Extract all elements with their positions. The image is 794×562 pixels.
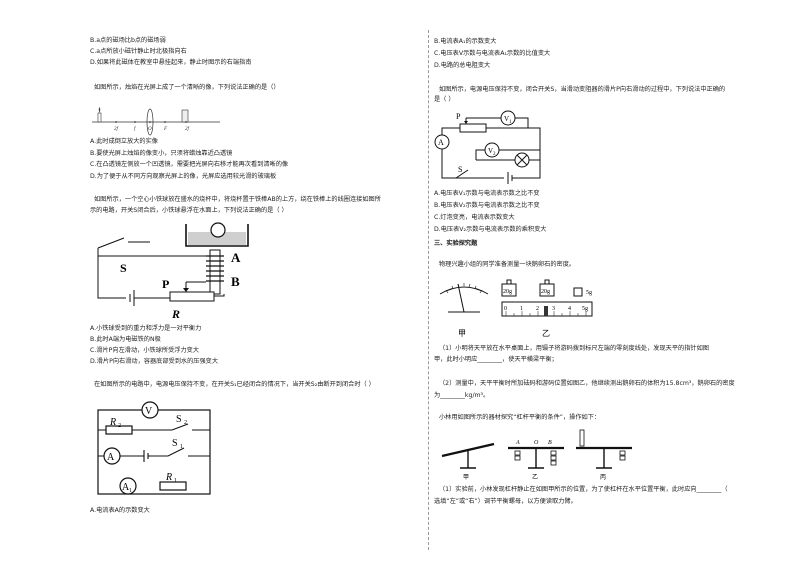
option-line: A.小铁球受到的重力和浮力是一对平衡力 <box>90 325 202 332</box>
label-bing: 丙 <box>600 474 606 481</box>
label-a: A <box>515 440 520 446</box>
scale-tick-label: 2 <box>536 306 539 312</box>
option-line: B.此时A端为电磁铁的N极 <box>90 336 161 343</box>
label-r1-sub: 1 <box>174 478 177 484</box>
question-text: 甲，此时小明应________，使天平横梁平衡； <box>434 356 558 363</box>
weight-20g-a: 20g <box>503 289 512 295</box>
option-line: C.滑片P向左滑动，小铁球所受浮力变大 <box>90 347 200 354</box>
scale-tick-label: 0 <box>504 306 507 312</box>
scale-tick-label: 3 <box>552 306 555 312</box>
label-a: A <box>231 250 241 265</box>
lens-label: f <box>134 127 136 132</box>
question-text: （1）实验前，小林发现杠杆静止在如图甲所示的位置，为了使杠杆在水平位置平衡，此时… <box>439 486 728 493</box>
label-r1: R <box>165 472 172 483</box>
option-line: D.滑片P向右滑动，容器底部受到水的压强变大 <box>90 358 219 365</box>
option-line: D.如果将此磁体在教室中悬挂起来，静止时图示的右端指南 <box>90 59 252 66</box>
lever-figure: 甲 A O B 乙 丙 <box>441 429 632 481</box>
question-stem: 物理兴趣小组的同学准备测量一块鹅卵石的密度。 <box>439 261 576 268</box>
option-line: C.在凸透镜左侧放一个凹透镜，需要把光屏向右移才能再次看到清晰的像 <box>90 161 289 168</box>
section-title: 三、实验探究题 <box>434 240 478 247</box>
label-jia: 甲 <box>458 329 466 338</box>
label-b: B <box>231 274 240 289</box>
question-stem: 是（ ） <box>434 96 455 103</box>
label-p: P <box>162 277 169 291</box>
option-line: A.此时成倒立放大的实像 <box>90 138 158 145</box>
lens-label: 2f <box>185 127 190 132</box>
scale-tick-label: 4 <box>568 306 571 312</box>
question-text: （1）小明将天平放在水平桌面上，用镊子将游码拨到标尺左端的零刻度线处，发现天平的… <box>439 345 709 352</box>
label-s: S <box>120 261 127 275</box>
label-yi: 乙 <box>542 329 550 338</box>
label-s2-sub: 2 <box>184 420 187 426</box>
question-stem: 小林用如图所示的器材探究“杠杆平衡的条件”，操作如下： <box>439 414 601 421</box>
label-v2: V <box>488 147 493 155</box>
lens-figure: 2f f O F 2f <box>92 107 220 136</box>
label-s2: S <box>176 414 182 425</box>
lens-label: O <box>148 127 152 132</box>
question-text: 选填“左”或“右”）调节平衡螺母，以方便读取力臂。 <box>434 498 577 505</box>
question-stem: 在如图所示的电路中，电源电压保持不变，在开关S₁已经闭合的情况下，当开关S₂由断… <box>94 381 375 388</box>
option-line: D.为了便于从不同方向观察光屏上的像，光屏应选用较光滑的玻璃板 <box>90 173 277 180</box>
question-stem: 如图所示，一个空心小铁球放在盛水的烧杯中，将烧杯置于铁棒AB的上方，绕在铁棒上的… <box>94 196 381 203</box>
question-text: （2）测量中，天平平衡时所加砝码和游码位置如图乙，他继续测出鹅卵石的体积为15.… <box>439 380 735 387</box>
label-p: P <box>456 112 461 121</box>
scale-tick-label: 1 <box>520 306 523 312</box>
circuit-figure: V R 2 S 2 A S 1 A 1 R 1 <box>97 401 211 495</box>
lens-label: F <box>163 127 168 132</box>
electromagnet-figure: A B S P R <box>97 222 249 321</box>
option-line: B.a点的磁场比b点的磁场弱 <box>90 37 166 44</box>
rheostat-circuit-figure: P V 1 A V 2 S <box>434 110 541 184</box>
column-divider <box>428 30 429 550</box>
option-line: B.要使光屏上烛焰的像变小，只须将蜡烛靠近凸透镜 <box>90 150 233 157</box>
option-line: C.电压表V示数与电流表A₁示数的比值变大 <box>434 50 551 57</box>
option-line: D.电压表V₂示数与电流表示数的乘积变大 <box>434 226 547 233</box>
option-line: D.电路的总电阻变大 <box>434 62 491 69</box>
label-a1-sub: 1 <box>129 488 132 494</box>
option-line: C.a点所放小磁针静止时北极指向右 <box>90 48 187 55</box>
scale-tick-label: 5g <box>582 306 588 312</box>
question-stem: 如图所示，烛焰在光屏上成了一个清晰的像，下列说法正确的是（） <box>94 84 280 91</box>
label-s1-sub: 1 <box>180 444 183 450</box>
option-line: A.电流表A的示数变大 <box>90 507 150 514</box>
lens-label: 2f <box>114 127 119 132</box>
question-stem: 如图所示，电源电压保持不变，闭合开关S，当滑动变阻器的滑片P向右滑动的过程中，下… <box>439 86 726 93</box>
balance-figure: 甲 20g 20g 5g 0 1 2 3 4 5g 乙 <box>439 279 593 338</box>
label-a: A <box>107 452 115 463</box>
option-line: B.电流表A₁的示数变大 <box>434 38 497 45</box>
weight-5g: 5g <box>586 290 592 296</box>
label-r: R <box>171 307 180 321</box>
label-r2: R <box>109 417 116 428</box>
option-line: C.灯泡变亮，电流表示数变大 <box>434 214 515 221</box>
label-r2-sub: 2 <box>118 423 121 429</box>
label-v1: V <box>504 115 509 123</box>
label-a: A <box>438 138 444 147</box>
label-v1-sub: 1 <box>509 120 512 125</box>
option-line: B.电压表V₂示数与电流表示数之比不变 <box>434 202 540 209</box>
label-jia: 甲 <box>463 474 469 481</box>
weight-20g-b: 20g <box>541 289 550 295</box>
question-text: 为________kg/m³。 <box>434 392 490 399</box>
label-s1: S <box>172 438 178 449</box>
question-stem: 示的电路，开关S闭合后，小铁球悬浮在水面上，下列说法正确的是（ ） <box>90 207 288 214</box>
label-v2-sub: 2 <box>493 152 496 157</box>
label-a1: A <box>122 482 130 493</box>
label-b: B <box>548 440 552 446</box>
label-v: V <box>145 406 153 417</box>
label-s: S <box>458 165 462 174</box>
label-o: O <box>534 440 539 446</box>
option-line: A.电压表V₁示数与电流表示数之比不变 <box>434 190 540 197</box>
label-yi: 乙 <box>532 474 538 481</box>
